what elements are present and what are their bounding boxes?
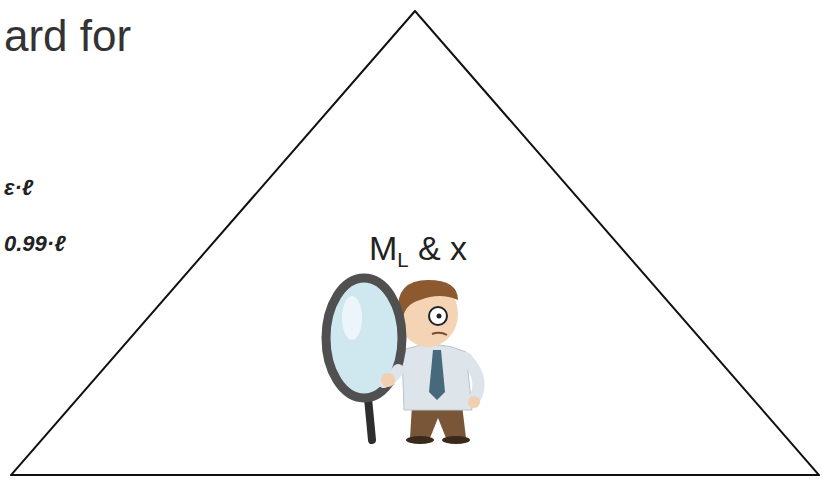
lens-glint — [342, 296, 362, 340]
tie — [429, 350, 445, 400]
man-with-magnifier — [326, 278, 480, 444]
hair — [398, 280, 458, 322]
magnifier-lens — [326, 278, 402, 398]
formula-text: 0.99·ℓ — [4, 232, 66, 256]
head — [398, 281, 458, 347]
shoe — [406, 436, 434, 444]
node-label: ML & x — [369, 230, 467, 272]
triangle-shape — [11, 11, 819, 475]
magnifier-handle — [368, 398, 372, 440]
hand — [468, 396, 480, 408]
formula-text: ε·ℓ — [4, 176, 33, 200]
triangle-node: ML & x — [10, 10, 820, 476]
arm — [466, 358, 479, 400]
heading-fragment: ard for — [4, 12, 131, 60]
glasses — [429, 307, 447, 325]
hand — [381, 373, 395, 387]
eye — [437, 314, 442, 319]
shoe — [442, 436, 470, 444]
mouth — [432, 333, 447, 335]
